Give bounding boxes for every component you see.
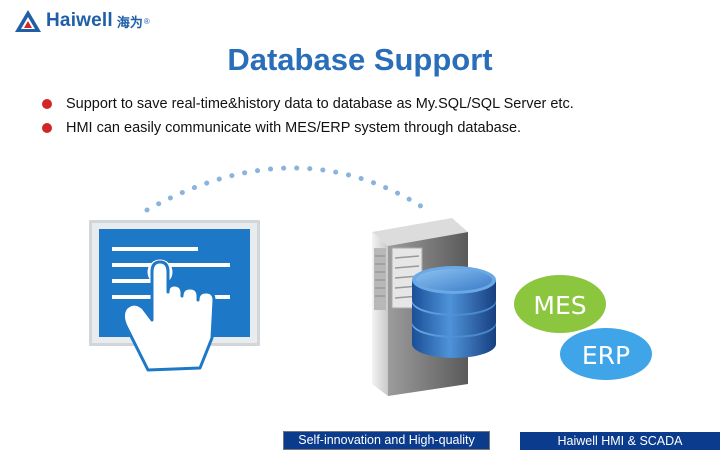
hmi-touch-screen-icon	[89, 220, 260, 370]
database-cylinder-icon	[412, 266, 496, 358]
erp-badge-label: ERP	[582, 341, 630, 370]
dotted-connection-arc	[147, 168, 430, 212]
footer-product-name: Haiwell HMI & SCADA	[520, 432, 720, 450]
mes-badge-label: MES	[533, 291, 586, 320]
footer-slogan: Self-innovation and High-quality	[283, 431, 490, 450]
